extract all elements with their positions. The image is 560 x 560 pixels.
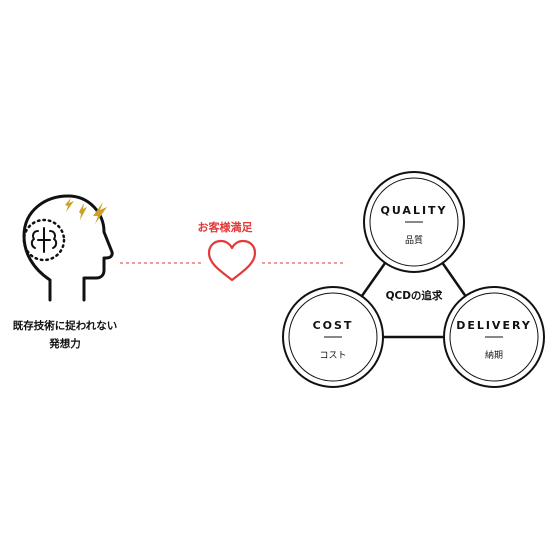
delivery-circle — [443, 286, 545, 388]
cost-title: COST — [312, 319, 354, 332]
lightning-bolt-icon — [65, 198, 107, 224]
left-caption-line1: 既存技術に捉われない — [12, 320, 118, 332]
qcd-center-label: QCDの追求 — [385, 290, 443, 302]
quality-title: QUALITY — [380, 204, 448, 217]
quality-circle — [363, 171, 465, 273]
cost-circle — [282, 286, 384, 388]
customer-satisfaction-label: お客様満足 — [197, 221, 253, 234]
quality-subtitle: 品質 — [404, 236, 423, 246]
heart-icon — [207, 239, 257, 282]
qcd-triangle — [331, 220, 496, 339]
delivery-subtitle: 納期 — [484, 351, 503, 361]
left-caption-line2: 発想力 — [49, 338, 81, 350]
cost-subtitle: コスト — [319, 351, 347, 361]
delivery-title: DELIVERY — [456, 319, 532, 332]
